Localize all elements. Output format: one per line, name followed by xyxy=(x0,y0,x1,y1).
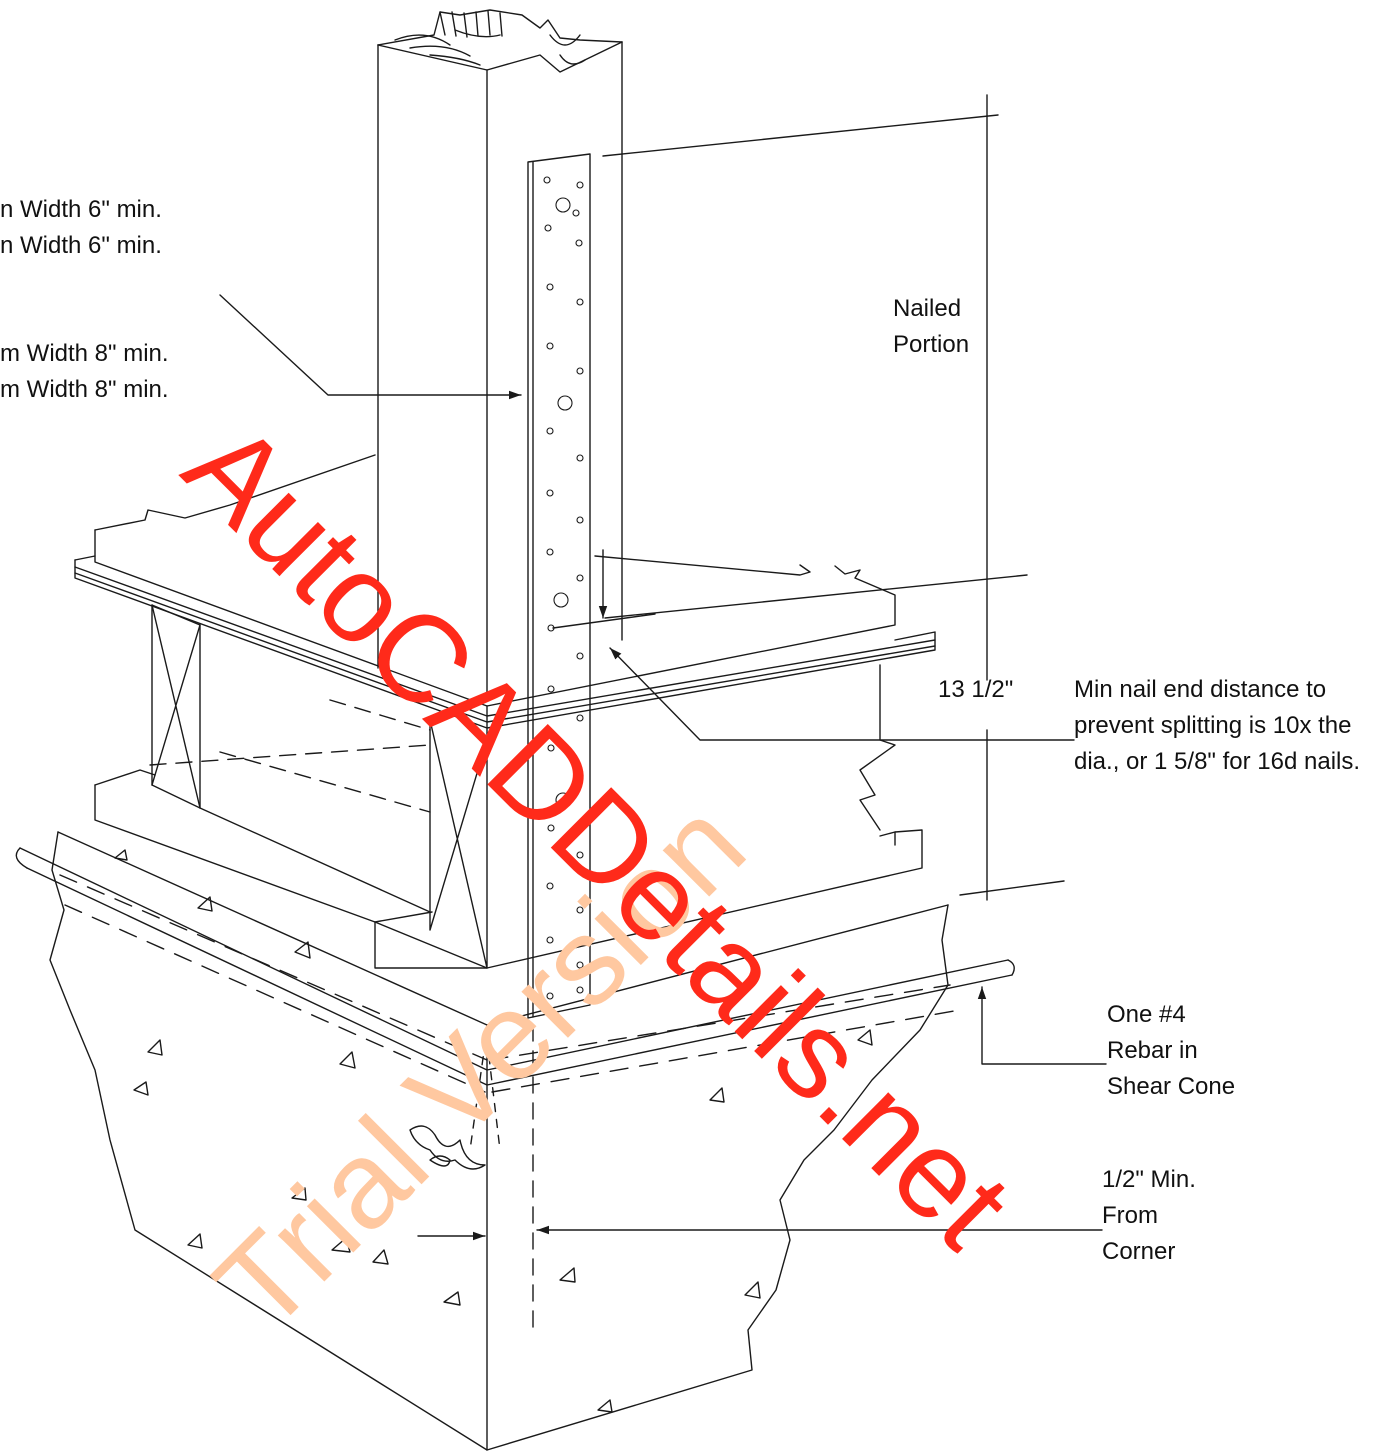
note-line: Corner xyxy=(1102,1238,1176,1265)
note-line: Shear Cone xyxy=(1107,1073,1236,1100)
note-line: Rebar in xyxy=(1107,1037,1198,1064)
nailed-portion-label: Nailed Portion xyxy=(893,291,969,363)
wood-post xyxy=(377,9,623,701)
rebar xyxy=(15,847,1015,1086)
note-line: From xyxy=(1102,1202,1158,1229)
strap-width-note-lower: m Width 8" min. m Width 8" min. xyxy=(0,336,169,408)
strap-width-line: m Width 8" min. xyxy=(0,376,169,403)
metal-strap xyxy=(527,153,591,1019)
strap-nail-holes xyxy=(543,176,584,1000)
rim-board xyxy=(94,454,896,736)
note-line: prevent splitting is 10x the xyxy=(1074,712,1352,739)
bottom-plate xyxy=(94,769,923,969)
dimension-label: 13 1/2" xyxy=(938,672,1013,708)
dimension-value: 13 1/2" xyxy=(938,676,1014,703)
nailed-line: Nailed xyxy=(893,295,962,322)
strap-width-line: m Width 8" min. xyxy=(0,340,169,367)
strap-width-line: n Width 6" min. xyxy=(0,196,162,223)
strap-width-line: n Width 6" min. xyxy=(0,232,162,259)
rebar-note: One #4 Rebar in Shear Cone xyxy=(1107,997,1235,1105)
note-line: One #4 xyxy=(1107,1001,1186,1028)
note-line: Min nail end distance to xyxy=(1074,676,1327,703)
corner-distance-note: 1/2" Min. From Corner xyxy=(1102,1162,1196,1270)
nail-end-distance-note: Min nail end distance to prevent splitti… xyxy=(1074,672,1360,780)
concrete-foundation xyxy=(49,831,961,1451)
floor-framing xyxy=(149,604,896,969)
leader-lines xyxy=(219,94,1107,1241)
note-line: 1/2" Min. xyxy=(1102,1166,1196,1193)
strap-width-note-upper: n Width 6" min. n Width 6" min. xyxy=(0,192,162,264)
nailed-line: Portion xyxy=(893,331,970,358)
note-line: dia., or 1 5/8" for 16d nails. xyxy=(1074,748,1361,775)
aggregate-marks xyxy=(114,849,873,1413)
